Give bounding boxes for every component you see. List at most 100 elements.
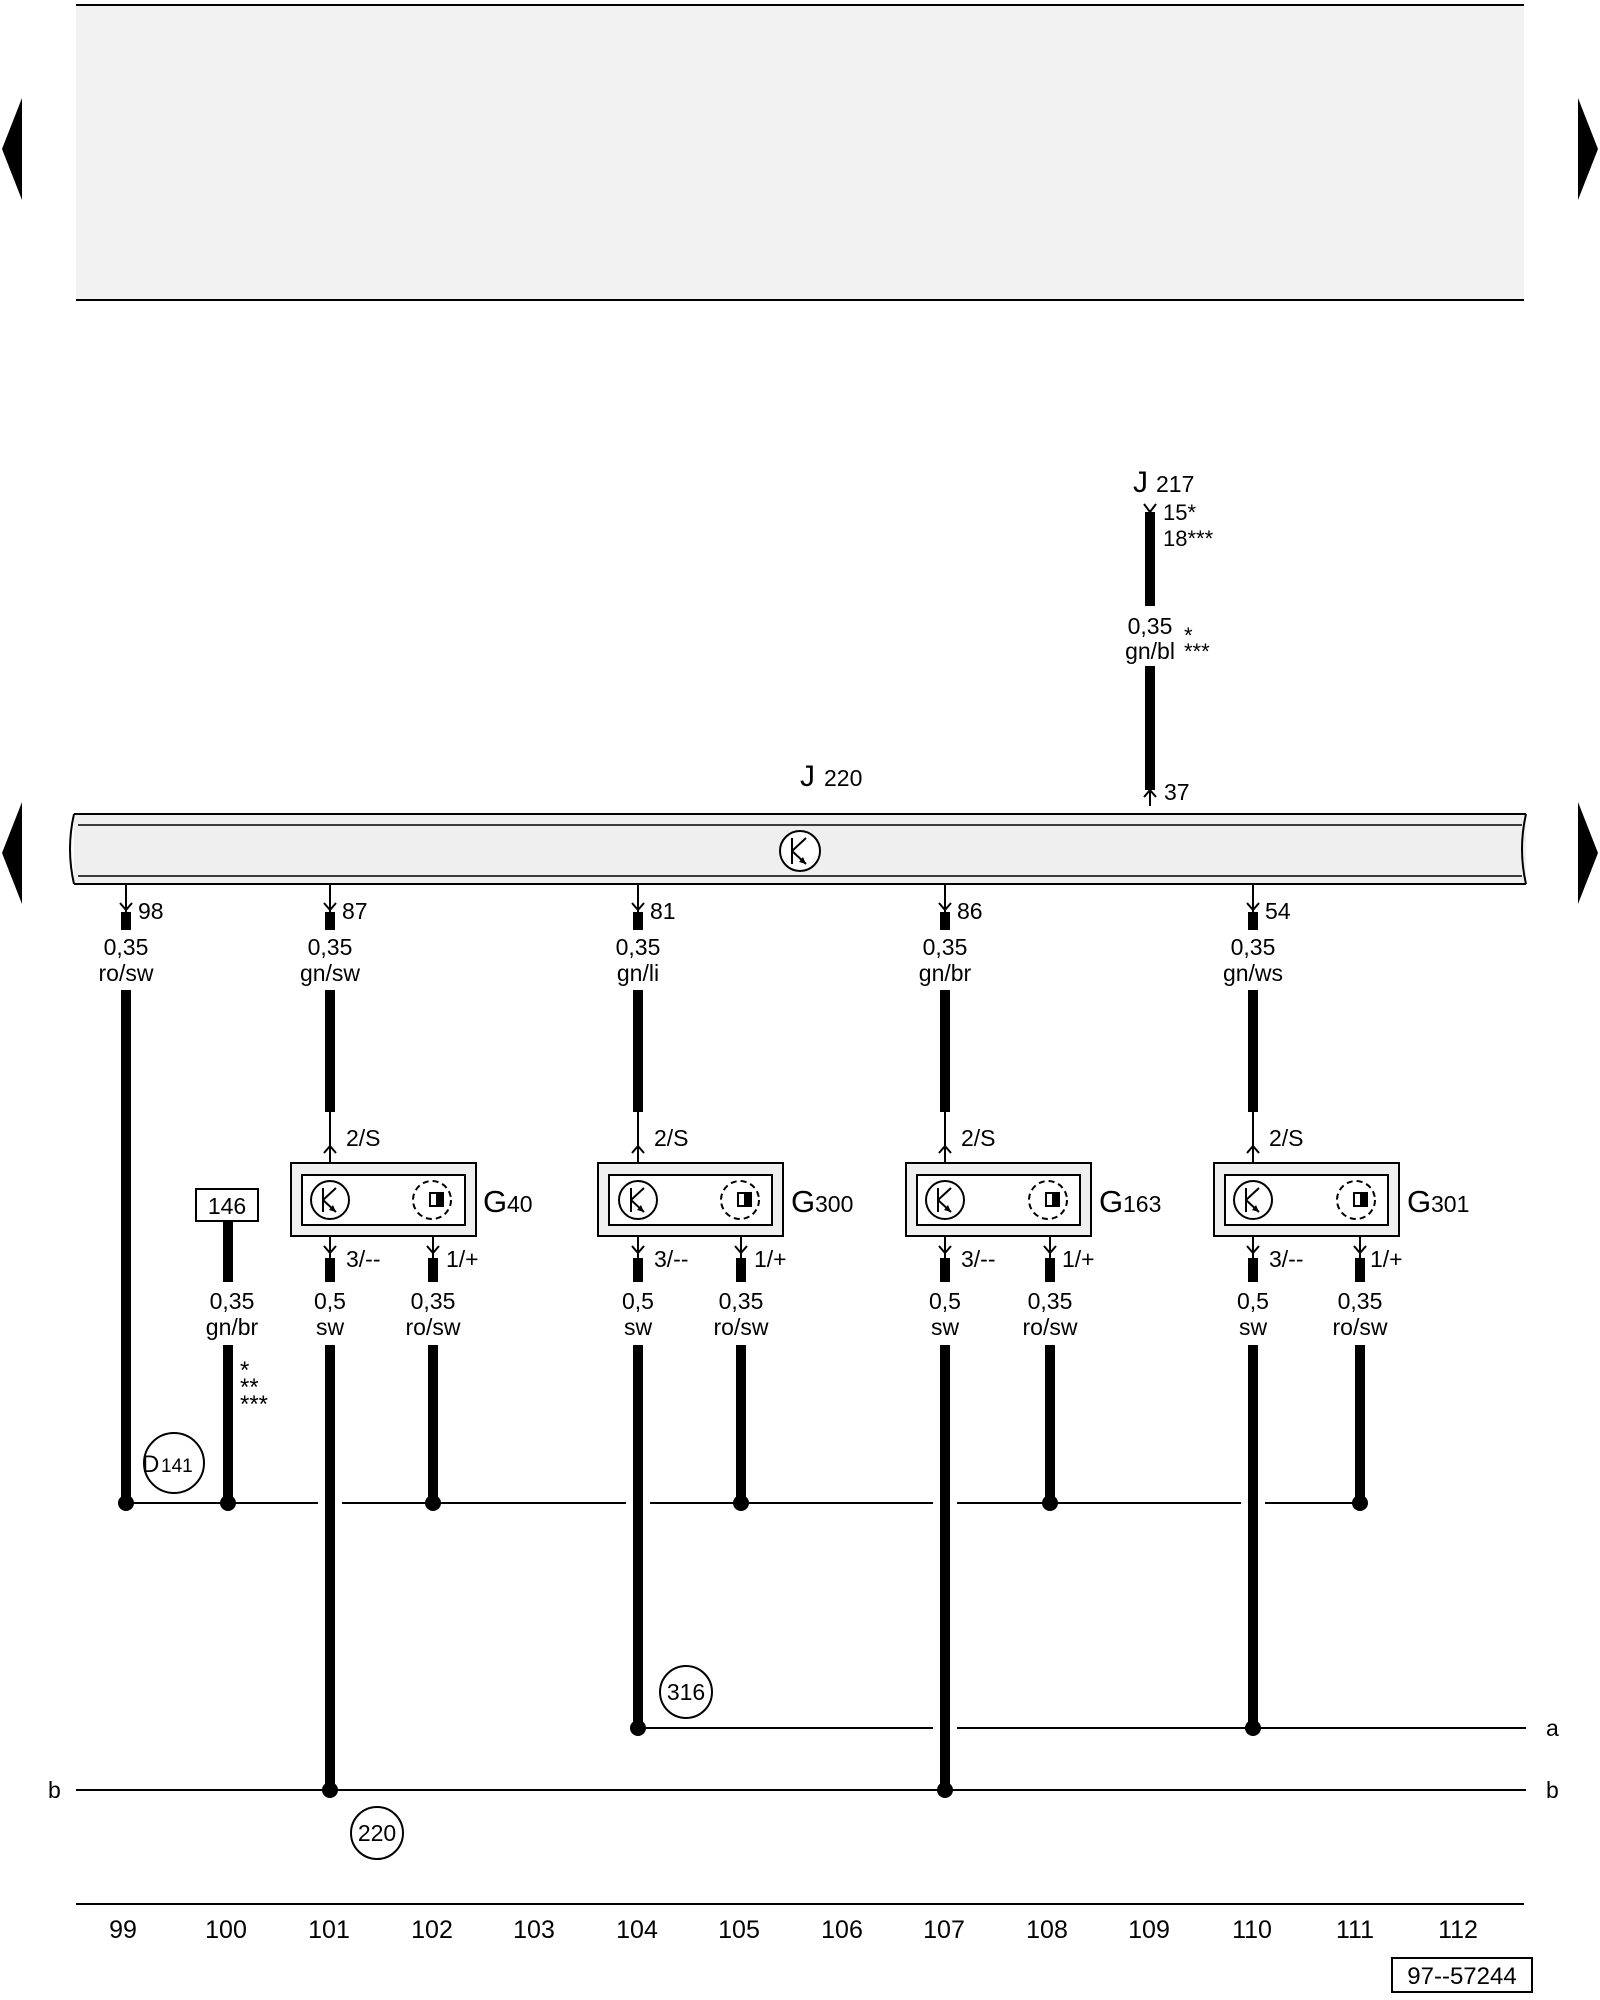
- source-unit-j217: J 217 15* 18***: [1133, 466, 1214, 551]
- track-number: 111: [1336, 1916, 1374, 1944]
- connector-d141: D 141: [142, 1432, 205, 1494]
- j217-pin-18: 18***: [1163, 526, 1214, 551]
- pin-86: 86 0,35 gn/br: [919, 898, 983, 986]
- pin-81-color: gn/li: [617, 960, 659, 986]
- g300-letter: G: [791, 1184, 815, 1219]
- track-number: 105: [718, 1916, 760, 1944]
- pin-87-number: 87: [342, 898, 368, 924]
- pin-54-color: gn/ws: [1223, 960, 1283, 986]
- prev-section-arrow-icon[interactable]: [2, 802, 22, 904]
- g163-supply-pin: 1/+: [1062, 1246, 1095, 1272]
- sensor-output-stubs: [323, 1236, 1367, 1282]
- line-b-left-label: b: [48, 1777, 61, 1803]
- track-number: 109: [1128, 1916, 1170, 1944]
- g301-sub: 301: [1431, 1191, 1469, 1217]
- pin-86-size: 0,35: [923, 934, 968, 960]
- pin-54-number: 54: [1265, 898, 1291, 924]
- track-number: 101: [308, 1916, 350, 1944]
- g300-signal-pin: 2/S: [654, 1125, 689, 1151]
- g40-supply-size: 0,35: [411, 1288, 456, 1314]
- j220-left-cap: [69, 813, 75, 885]
- g300-supply-color: ro/sw: [714, 1314, 769, 1340]
- feed-wire-star-a: *: [1184, 623, 1193, 648]
- g163-supply-color: ro/sw: [1023, 1314, 1078, 1340]
- ref-146: 146 0,35 gn/br * ** ***: [195, 1188, 268, 1503]
- g40-hall-element-icon: [412, 1180, 452, 1220]
- g163-transistor-icon: [925, 1180, 965, 1220]
- j220-letter: J: [800, 760, 815, 793]
- track-number: 107: [923, 1916, 965, 1944]
- g163-sub: 163: [1123, 1191, 1161, 1217]
- track-number: 102: [411, 1916, 453, 1944]
- line-a: a: [630, 1715, 1559, 1741]
- g300-hall-element-icon: [720, 1180, 760, 1220]
- g301-hall-element-icon: [1336, 1180, 1376, 1220]
- pin-54-size: 0,35: [1231, 934, 1276, 960]
- prev-page-arrow-icon[interactable]: [2, 98, 22, 200]
- g163-ground-pin: 3/--: [961, 1246, 996, 1272]
- g300-sub: 300: [815, 1191, 853, 1217]
- g301-supply-pin: 1/+: [1370, 1246, 1403, 1272]
- g40-sub: 40: [507, 1191, 533, 1217]
- pin-81: 81 0,35 gn/li: [616, 898, 676, 986]
- j220-sub: 220: [824, 765, 862, 791]
- track-number: 110: [1232, 1916, 1272, 1944]
- next-page-arrow-icon[interactable]: [1578, 98, 1598, 200]
- j217-terminal-icon: [1143, 503, 1157, 514]
- g300-ground-size: 0,5: [622, 1288, 654, 1314]
- pin-37-terminal-icon: [1143, 788, 1157, 798]
- g40-signal-pin: 2/S: [346, 1125, 381, 1151]
- header-panel: [76, 5, 1524, 300]
- j220-transistor-icon: [779, 830, 821, 872]
- ref-146-star-3: ***: [240, 1391, 268, 1418]
- g301-supply-color: ro/sw: [1333, 1314, 1388, 1340]
- g300-transistor-icon: [618, 1180, 658, 1220]
- ground-316: 316: [659, 1665, 713, 1719]
- j217-sub: 217: [1156, 471, 1194, 497]
- supply-wires: [428, 1345, 1365, 1503]
- g300-ground-color: sw: [624, 1314, 653, 1340]
- d141-letter: D: [142, 1451, 159, 1478]
- g301-ground-color: sw: [1239, 1314, 1268, 1340]
- g163-signal-pin: 2/S: [961, 1125, 996, 1151]
- pin-86-number: 86: [957, 898, 983, 924]
- pin-87: 87 0,35 gn/sw: [300, 898, 368, 986]
- g301-ground-size: 0,5: [1237, 1288, 1269, 1314]
- ground-220: 220: [350, 1806, 404, 1860]
- line-a-label: a: [1546, 1715, 1559, 1741]
- doc-reference: 97--57244: [1391, 1957, 1533, 1993]
- ref-146-color: gn/br: [206, 1314, 259, 1340]
- feed-wire-label: 0,35 gn/bl * ***: [1125, 613, 1210, 664]
- doc-reference-label: 97--57244: [1407, 1963, 1516, 1990]
- g301-letter: G: [1407, 1184, 1431, 1219]
- next-section-arrow-icon[interactable]: [1578, 802, 1598, 904]
- g163-ground-size: 0,5: [929, 1288, 961, 1314]
- ref-146-label: 146: [208, 1193, 246, 1219]
- ground-220-label: 220: [358, 1820, 396, 1846]
- pin-98-color: ro/sw: [99, 960, 154, 986]
- track-number: 100: [205, 1916, 247, 1944]
- g163-letter: G: [1099, 1184, 1123, 1219]
- g40-supply-pin: 1/+: [446, 1246, 479, 1272]
- j220-pin-stubs: [119, 884, 1260, 930]
- ref-146-star-1: *: [240, 1357, 249, 1384]
- ground-wires: [325, 1345, 1258, 1790]
- pin-37-label: 37: [1164, 779, 1190, 805]
- g163-supply-size: 0,35: [1028, 1288, 1073, 1314]
- track-number: 106: [821, 1916, 863, 1944]
- ref-146-size: 0,35: [210, 1288, 255, 1314]
- sensor-g163: G 163 2/S 3/-- 1/+ 0,5 sw 0,35 ro/sw: [905, 1125, 1161, 1340]
- g300-ground-pin: 3/--: [654, 1246, 689, 1272]
- feed-wire-color: gn/bl: [1125, 638, 1175, 664]
- pin-81-number: 81: [650, 898, 676, 924]
- g301-signal-pin: 2/S: [1269, 1125, 1304, 1151]
- pin-86-color: gn/br: [919, 960, 972, 986]
- pin-98-size: 0,35: [104, 934, 149, 960]
- g40-ground-size: 0,5: [314, 1288, 346, 1314]
- g301-ground-pin: 3/--: [1269, 1246, 1304, 1272]
- g301-supply-size: 0,35: [1338, 1288, 1383, 1314]
- g40-transistor-icon: [310, 1180, 350, 1220]
- pin-98-number: 98: [138, 898, 164, 924]
- g300-supply-size: 0,35: [719, 1288, 764, 1314]
